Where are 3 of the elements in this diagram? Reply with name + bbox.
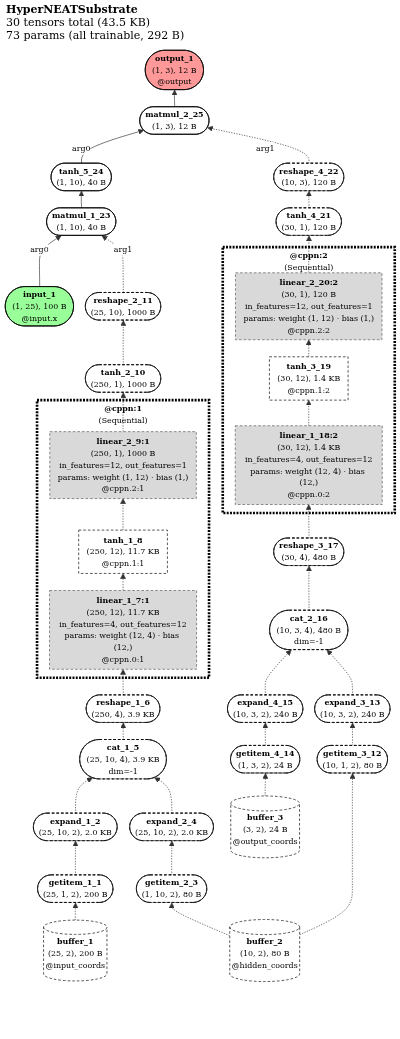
summary-note: 73 params (all trainable, 292 B) — [6, 29, 186, 43]
summary-note: 30 tensors total (43.5 KB) — [6, 16, 152, 30]
diagram-title: HyperNEATSubstrate — [6, 3, 139, 17]
